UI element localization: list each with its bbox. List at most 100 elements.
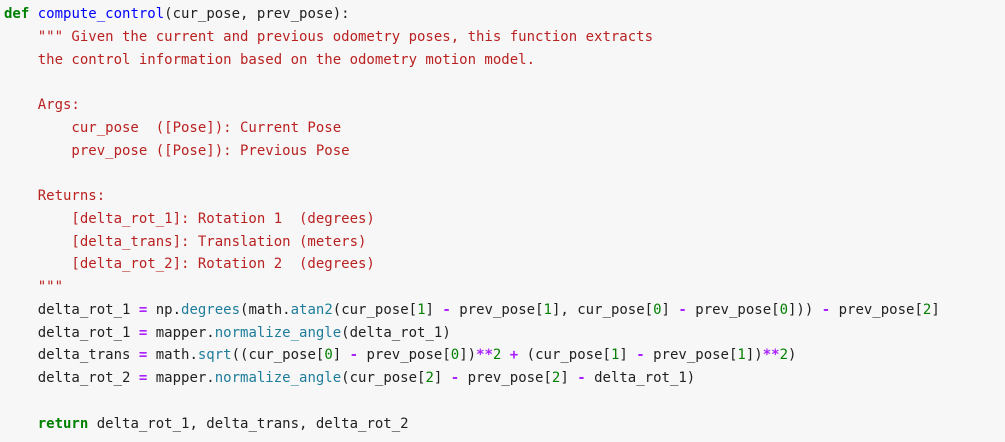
code-token (4, 416, 38, 432)
code-token: ] (931, 301, 940, 318)
code-line: delta_trans = math.sqrt((cur_pose[0] - p… (4, 344, 1005, 367)
code-token: (delta_rot_1) (341, 324, 451, 341)
code-token: [delta_rot_1]: Rotation 1 (degrees) (4, 210, 375, 227)
code-token: - (349, 347, 359, 364)
code-line: """ Given the current and previous odome… (4, 26, 1005, 49)
code-token: - (442, 301, 451, 318)
code-token: atan2 (290, 301, 333, 318)
code-token: 1 (610, 347, 620, 364)
code-token: (cur_pose, prev_pose): (164, 6, 350, 22)
code-token: 2 (779, 347, 788, 364)
code-token: = (138, 301, 148, 318)
code-token: [delta_rot_2]: Rotation 2 (degrees) (4, 256, 375, 273)
code-token: 0 (450, 347, 460, 364)
code-token: (cur_pose[ (332, 301, 418, 318)
code-token: delta_rot_1 (4, 301, 139, 318)
code-token: Args: (4, 97, 80, 113)
code-line: def compute_control(cur_pose, prev_pose)… (4, 3, 1005, 26)
code-token: 1 (543, 301, 552, 318)
code-token: compute_control (37, 6, 165, 22)
code-line: prev_pose ([Pose]): Previous Pose (4, 140, 1005, 163)
code-token: prev_pose[ (644, 347, 738, 364)
code-token: prev_pose ([Pose]): Previous Pose (4, 142, 350, 159)
code-token: mapper. (147, 370, 215, 386)
code-token: ]) (745, 347, 763, 364)
code-token: """ Given the current and previous odome… (4, 28, 654, 45)
code-token: ] (619, 347, 637, 364)
code-token: np. (147, 301, 182, 318)
code-token (501, 347, 509, 363)
code-line: Args: (4, 94, 1005, 117)
code-token: 0 (779, 301, 788, 318)
code-line (4, 390, 1005, 413)
code-token: 0 (324, 347, 333, 364)
code-line: delta_rot_1 = np.degrees(math.atan2(cur_… (4, 299, 1005, 322)
code-line (4, 162, 1005, 185)
code-token: [delta_trans]: Translation (meters) (4, 233, 367, 250)
code-token: + (509, 347, 519, 364)
code-token: ] (661, 301, 679, 318)
code-token: (math. (240, 301, 291, 318)
code-token: prev_pose[ (459, 370, 552, 386)
code-token: (cur_pose[ (518, 347, 611, 364)
code-line: [delta_rot_2]: Rotation 2 (degrees) (4, 253, 1005, 276)
code-token: ** (476, 347, 493, 364)
code-line: the control information based on the odo… (4, 49, 1005, 72)
code-token: cur_pose ([Pose]): Current Pose (4, 119, 342, 136)
code-token: 2 (425, 370, 434, 386)
code-line: [delta_trans]: Translation (meters) (4, 231, 1005, 254)
code-token: = (138, 347, 148, 364)
code-token: - (821, 301, 831, 318)
code-line: return delta_rot_1, delta_trans, delta_r… (4, 413, 1005, 436)
code-token: ** (762, 347, 780, 364)
code-token: delta_rot_1 (4, 324, 139, 341)
code-token: def (4, 6, 30, 22)
code-line: """ (4, 276, 1005, 299)
code-token: 0 (653, 301, 662, 318)
code-token: sqrt (197, 347, 232, 364)
code-token: ((cur_pose[ (231, 347, 325, 364)
code-token: ])) (788, 301, 822, 318)
code-token: ] (425, 301, 443, 318)
code-line: delta_rot_1 = mapper.normalize_angle(del… (4, 322, 1005, 345)
code-token: mapper. (147, 324, 215, 341)
code-token: math. (147, 347, 198, 364)
code-line (4, 71, 1005, 94)
code-token: ] (560, 370, 578, 386)
code-token: ) (788, 347, 797, 364)
code-token: prev_pose[ (830, 301, 923, 318)
code-line: Returns: (4, 185, 1005, 208)
code-token: the control information based on the odo… (4, 51, 536, 68)
code-token: 1 (737, 347, 746, 364)
code-token: - (636, 347, 645, 364)
code-token: prev_pose[ (450, 301, 544, 318)
code-token: 2 (551, 370, 561, 386)
code-token: delta_trans (4, 347, 139, 364)
code-token: Returns: (4, 188, 106, 204)
code-token: (cur_pose[ (341, 370, 426, 386)
code-token: 2 (492, 347, 502, 364)
code-token (29, 6, 37, 22)
code-token: 1 (417, 301, 426, 318)
code-token: """ (4, 279, 64, 295)
code-token: = (138, 370, 148, 386)
code-token: ] (433, 370, 451, 386)
code-token: return (37, 415, 89, 432)
code-line: cur_pose ([Pose]): Current Pose (4, 117, 1005, 140)
code-token: - (678, 301, 687, 318)
code-token: delta_rot_1, delta_trans, delta_rot_2 (88, 415, 409, 432)
code-token: - (577, 370, 586, 386)
code-line: delta_rot_2 = mapper.normalize_angle(cur… (4, 367, 1005, 390)
code-line: [delta_rot_1]: Rotation 1 (degrees) (4, 208, 1005, 231)
code-token: 2 (922, 301, 932, 318)
code-token: degrees (181, 301, 241, 318)
code-token: ] (332, 347, 350, 364)
code-token: delta_rot_2 (4, 370, 139, 386)
code-token: normalize_angle (214, 370, 342, 386)
code-token: - (450, 370, 460, 386)
code-token: = (138, 324, 148, 341)
code-token: delta_rot_1) (585, 370, 696, 386)
code-token: prev_pose[ (358, 347, 451, 364)
code-token: ]) (459, 347, 477, 364)
